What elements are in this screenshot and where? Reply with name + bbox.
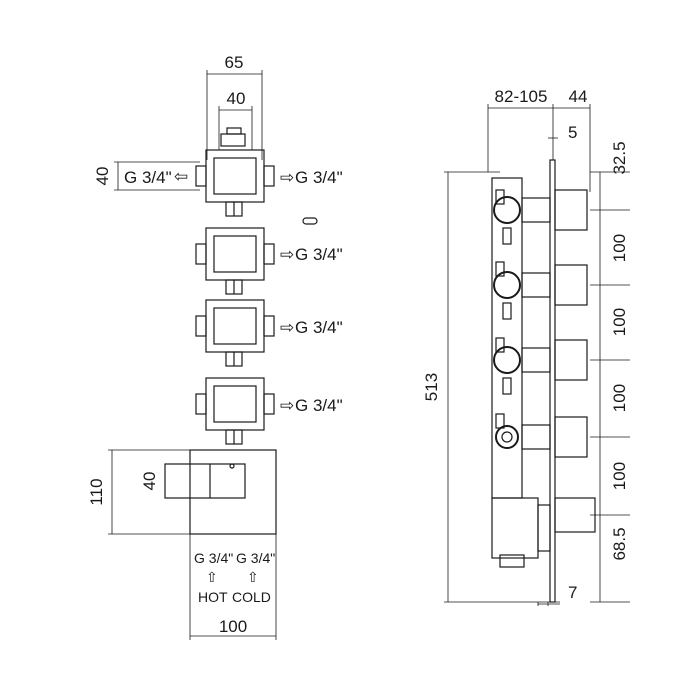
inlet-hot-thread: G 3/4": [194, 550, 233, 566]
side-unit-2: [493, 261, 588, 320]
inlet-cold-thread: G 3/4": [236, 550, 275, 566]
cover-plate: [549, 159, 556, 603]
port-right-label-3: G 3/4": [295, 318, 343, 337]
arrow-right-icon: ⇨: [280, 245, 294, 264]
valve-module-2: [195, 227, 275, 295]
thermostat-handle: [164, 463, 246, 499]
dim-width-inner: 40: [227, 89, 246, 108]
dim-handle: 40: [140, 472, 159, 491]
dim-spacing-3: 100: [610, 384, 629, 412]
valve-module-3: [195, 299, 275, 367]
dim-overall-height: 513: [422, 373, 441, 401]
arrow-up-icon: ⇧: [247, 569, 259, 585]
arrow-right-icon: ⇨: [280, 396, 294, 415]
arrow-up-icon: ⇧: [206, 569, 218, 585]
port-right-label-4: G 3/4": [295, 396, 343, 415]
dim-spacing-1: 100: [610, 234, 629, 262]
inlet-cold-label: COLD: [232, 589, 271, 605]
top-cap: [220, 133, 246, 147]
port-left-label: G 3/4": [124, 168, 172, 187]
dim-spacing-4: 100: [610, 462, 629, 490]
port-right-label-1: G 3/4": [295, 168, 343, 187]
dim-plate-thickness: 5: [568, 123, 577, 142]
dim-plate: 44: [569, 87, 588, 106]
valve-module-1: [195, 149, 275, 217]
side-unit-3: [493, 337, 588, 395]
thermostat-box: [189, 449, 277, 535]
indicator-mark: [302, 217, 318, 225]
side-view: 82-105 44 5 513: [422, 87, 630, 606]
dim-width-top: 65: [225, 53, 244, 72]
dim-bottom-width: 100: [219, 617, 247, 636]
front-view: 65 40 40 G 3/4" ⇦ ⇨ G 3/4": [87, 53, 343, 640]
inlet-hot-label: HOT: [198, 589, 228, 605]
dim-left-height: 40: [93, 167, 112, 186]
dim-bottom-offset: 68.5: [610, 527, 629, 560]
dim-bottom-depth: 7: [568, 583, 577, 602]
side-thermostat: [491, 497, 596, 568]
valve-module-4: [195, 377, 275, 445]
side-unit-4: [495, 413, 588, 458]
dim-depth: 82-105: [495, 87, 548, 106]
arrow-right-icon: ⇨: [280, 168, 294, 187]
arrow-left-icon: ⇦: [174, 167, 188, 186]
port-right-label-2: G 3/4": [295, 245, 343, 264]
side-unit-1: [493, 189, 588, 245]
dim-box-height: 110: [87, 478, 106, 505]
dim-top-offset: 32.5: [610, 141, 629, 174]
dim-spacing-2: 100: [610, 308, 629, 336]
arrow-right-icon: ⇨: [280, 318, 294, 337]
